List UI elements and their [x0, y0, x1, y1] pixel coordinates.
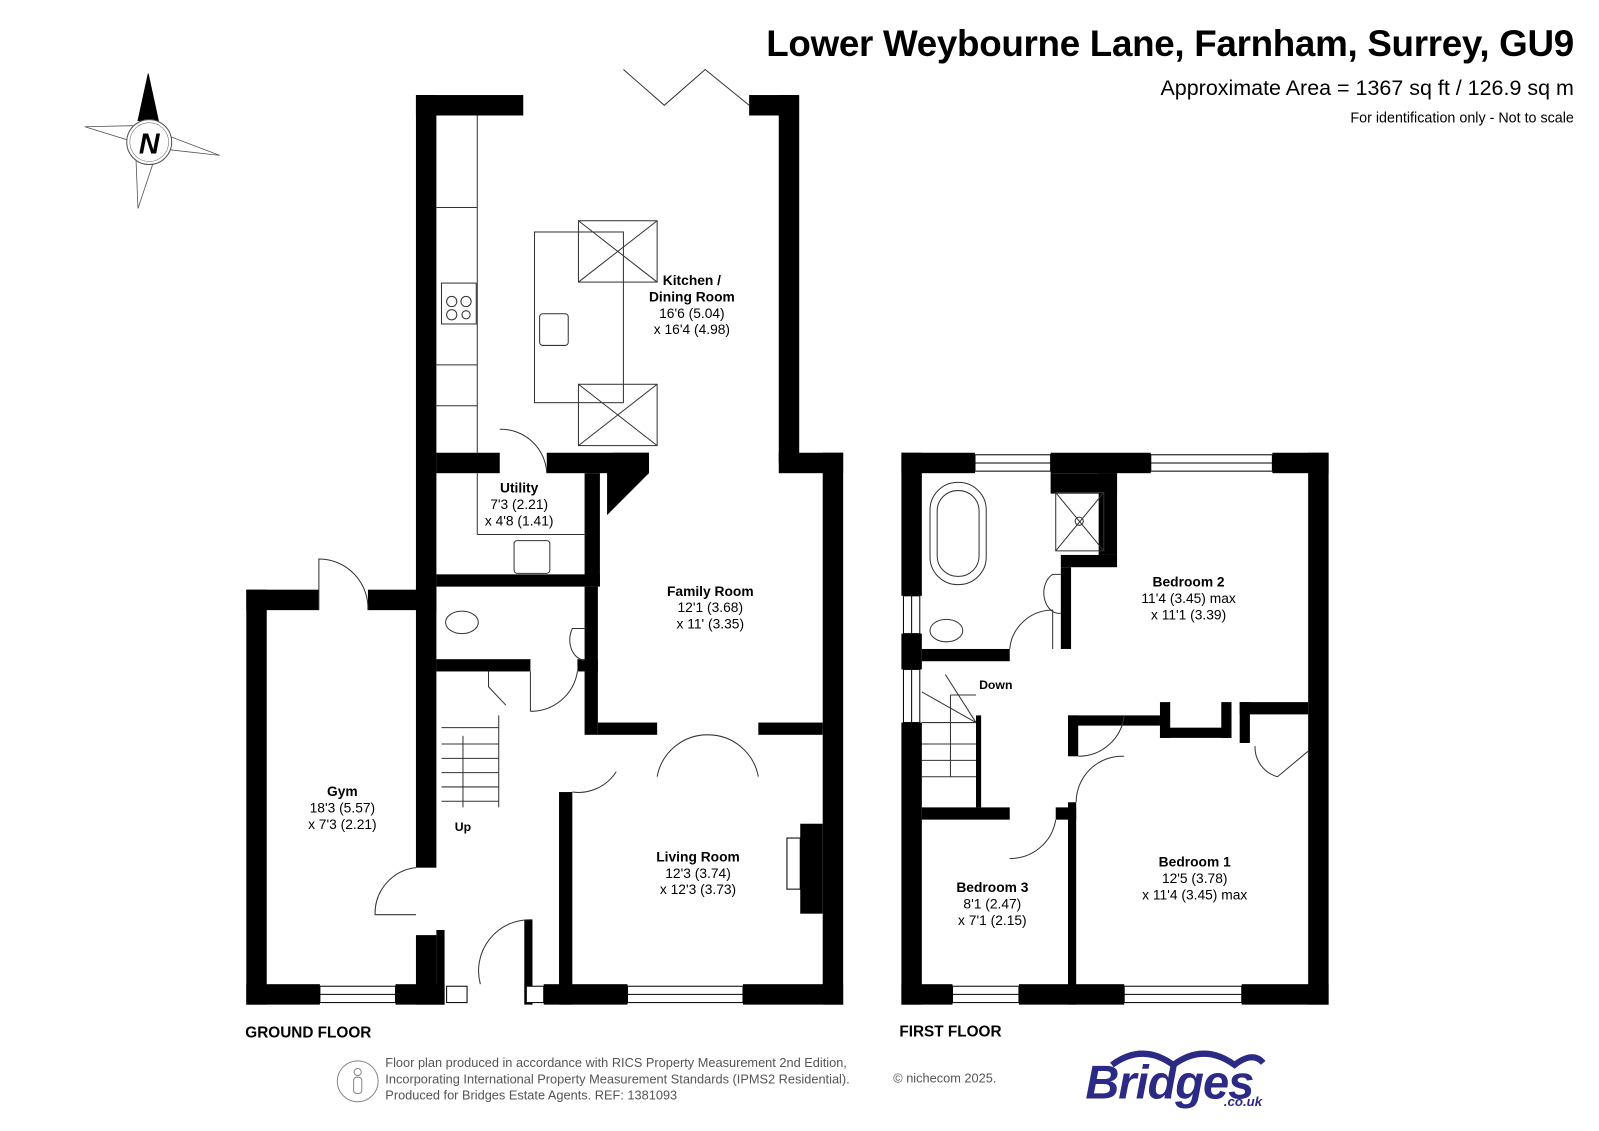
first-floor-label: FIRST FLOOR: [899, 1023, 1002, 1041]
room-gym: Gym 18'3 (5.57) x 7'3 (2.21): [308, 783, 377, 832]
copyright: © nichecom 2025.: [893, 1071, 997, 1086]
page-title: Lower Weybourne Lane, Farnham, Surrey, G…: [766, 22, 1574, 65]
room-living: Living Room 12'3 (3.74) x 12'3 (3.73): [656, 849, 740, 898]
room-bedroom-1: Bedroom 1 12'5 (3.78) x 11'4 (3.45) max: [1142, 854, 1248, 903]
footer-notice: Floor plan produced in accordance with R…: [385, 1055, 850, 1103]
svg-text:N: N: [139, 128, 161, 160]
disclaimer: For identification only - Not to scale: [1350, 109, 1574, 126]
room-utility: Utility 7'3 (2.21) x 4'8 (1.41): [484, 480, 554, 529]
room-kitchen-dining: Kitchen / Dining Room 16'6 (5.04) x 16'4…: [648, 272, 735, 338]
ground-floor-label: GROUND FLOOR: [245, 1024, 372, 1042]
stairs-up-label: Up: [454, 819, 472, 834]
logo-domain: .co.uk: [1223, 1093, 1263, 1109]
room-bedroom-2: Bedroom 2 11'4 (3.45) max x 11'1 (3.39): [1141, 574, 1236, 623]
bridge-arches-icon: [1110, 1050, 1266, 1069]
compass-rose-icon: N: [84, 73, 220, 209]
logo-text: Bridges: [1085, 1055, 1254, 1109]
room-family: Family Room 12'1 (3.68) x 11' (3.35): [666, 583, 754, 632]
approximate-area: Approximate Area = 1367 sq ft / 126.9 sq…: [1160, 76, 1574, 101]
room-bedroom-3: Bedroom 3 8'1 (2.47) x 7'1 (2.15): [956, 879, 1029, 928]
person-measure-icon: [336, 1060, 379, 1103]
bridges-logo: Bridges .co.uk: [1081, 1040, 1270, 1114]
stairs-down-label: Down: [979, 677, 1013, 692]
